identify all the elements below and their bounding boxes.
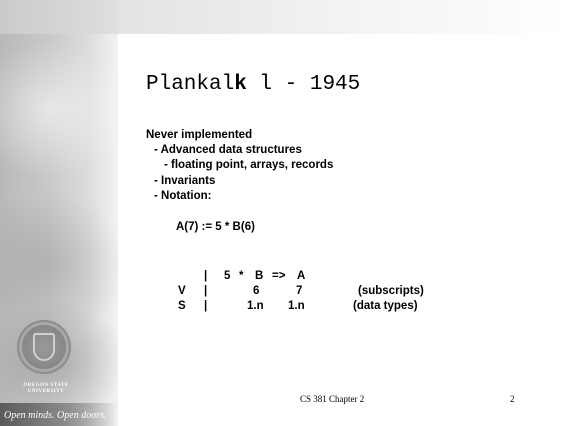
- table-cell: |: [204, 285, 208, 297]
- formula-line: A(7) := 5 * B(6): [176, 221, 255, 233]
- slide-title: Plankalk l - 1945: [146, 73, 360, 96]
- table-cell: 1.n: [247, 300, 264, 312]
- motto-banner: Open minds. Open doors.: [0, 403, 118, 426]
- body-line: - Notation:: [154, 190, 212, 202]
- table-cell: 1.n: [288, 300, 305, 312]
- body-line: - Advanced data structures: [154, 144, 302, 156]
- table-cell: S: [178, 300, 186, 312]
- background-haze: [0, 40, 118, 180]
- motto-text: Open minds. Open doors.: [4, 410, 107, 421]
- university-seal-icon: [22, 325, 66, 369]
- body-line: - Invariants: [154, 175, 216, 187]
- background-haze: [0, 190, 118, 340]
- title-part-2: l - 1945: [246, 73, 361, 96]
- table-cell: =>: [272, 270, 286, 282]
- table-cell: (data types): [353, 300, 418, 312]
- university-name: OREGON STATE UNIVERSITY: [23, 383, 69, 394]
- body-line: - floating point, arrays, records: [164, 159, 334, 171]
- table-cell: 5: [224, 270, 231, 282]
- table-cell: 7: [296, 285, 303, 297]
- table-cell: *: [239, 270, 244, 282]
- title-bold-letter: k: [234, 73, 247, 96]
- body-line: Never implemented: [146, 129, 253, 141]
- table-cell: |: [204, 270, 208, 282]
- title-part-1: Plankal: [146, 73, 235, 96]
- table-cell: (subscripts): [358, 285, 424, 297]
- table-cell: B: [255, 270, 264, 282]
- page-number: 2: [510, 394, 515, 404]
- sidebar-decoration: [0, 0, 118, 426]
- table-cell: 6: [253, 285, 260, 297]
- table-cell: |: [204, 300, 208, 312]
- table-cell: V: [178, 285, 186, 297]
- footer-course: CS 381 Chapter 2: [300, 394, 365, 404]
- table-cell: A: [297, 270, 306, 282]
- top-band-decoration: [0, 0, 565, 34]
- shield-icon: [33, 333, 55, 361]
